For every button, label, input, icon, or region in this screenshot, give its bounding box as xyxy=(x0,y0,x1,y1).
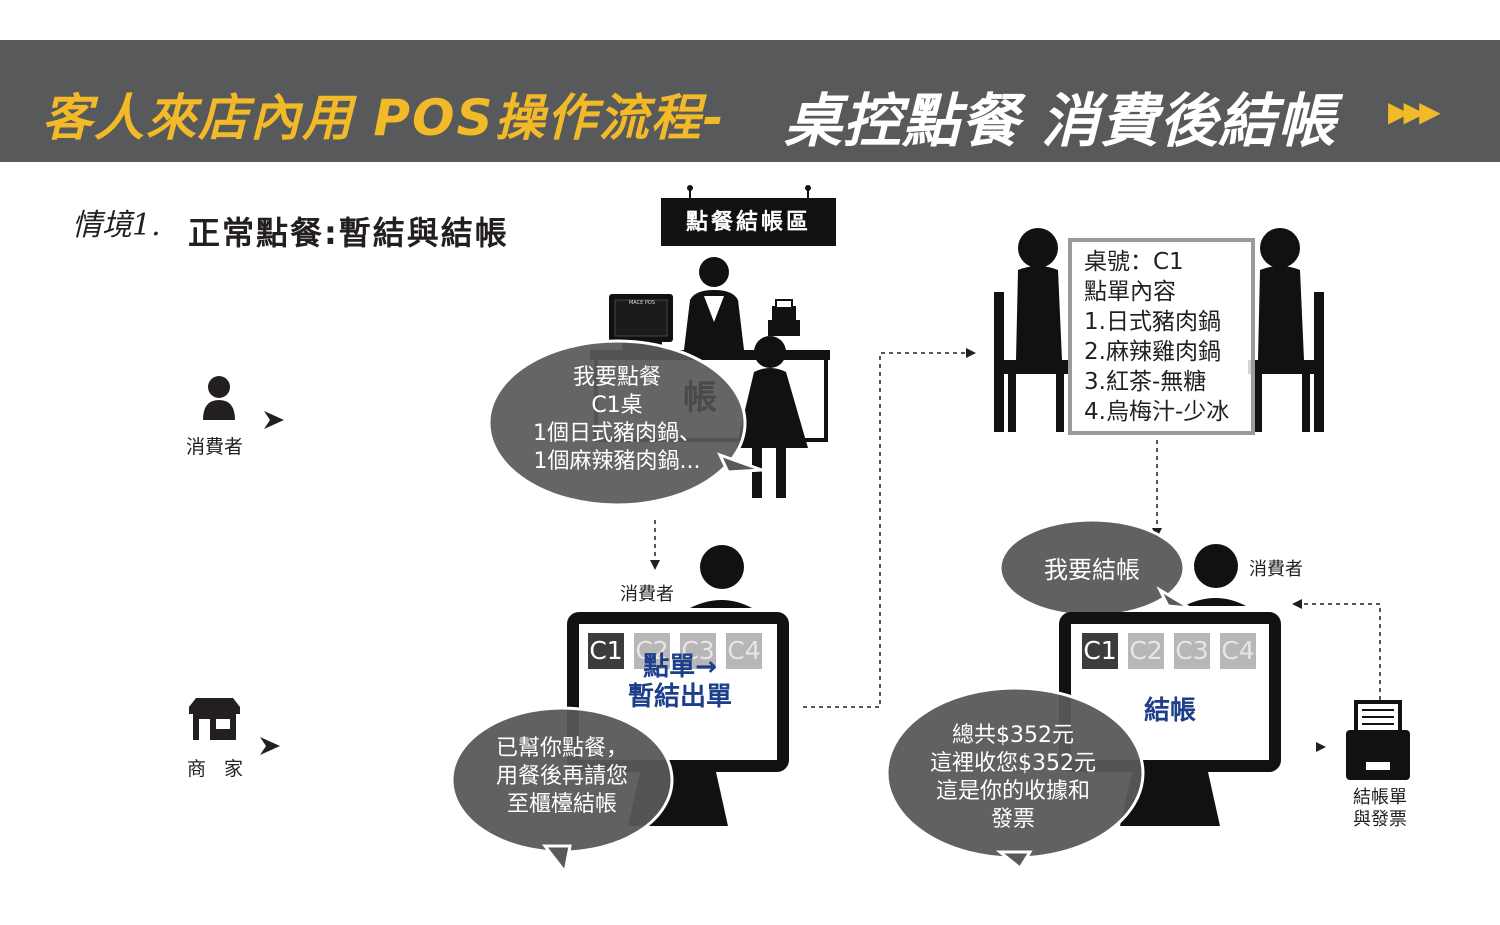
sign-hooks-icon xyxy=(687,185,811,198)
diner-left-icon xyxy=(994,228,1070,432)
checkout-request-bubble xyxy=(998,518,1191,618)
table-tabs-2: C1 C2 C3 C4 xyxy=(1082,633,1256,669)
merchant-speech-bubble-2 xyxy=(885,686,1145,871)
merchant-bubble-2-text: 總共$352元 這裡收您$352元 這是你的收據和 發票 xyxy=(930,723,1096,832)
receipt-printer-icon xyxy=(1346,700,1410,780)
tab-c4: C4 xyxy=(726,633,762,669)
customer-woman-figure-icon xyxy=(736,336,808,498)
consumer-person-icon xyxy=(203,376,235,420)
tab-c2: C2 xyxy=(1128,633,1164,669)
order-line: 1.日式豬肉鍋 xyxy=(1084,309,1221,335)
step4-consumer-label: 消費者 xyxy=(1249,559,1303,580)
order-line: 2.麻辣雞肉鍋 xyxy=(1084,339,1221,365)
order-line: 點單內容 xyxy=(1084,279,1176,305)
order-line: 3.紅茶-無糖 xyxy=(1084,369,1207,395)
screen-text-order: 點單→ 暫結出單 xyxy=(627,652,732,712)
order-ticket-lines: 桌號：C1 點單內容 1.日式豬肉鍋 2.麻辣雞肉鍋 3.紅茶-無糖 4.烏梅汁… xyxy=(1084,247,1229,427)
table-tabs-1: C1 C2 C3 C4 xyxy=(588,633,762,669)
watermark-text: 帳 xyxy=(683,378,717,418)
order-bubble-text: 我要點餐 C1桌 1個日式豬肉鍋、 1個麻辣豬肉鍋... xyxy=(533,365,701,474)
tab-c3: C3 xyxy=(680,633,716,669)
pos-terminal-icon xyxy=(609,294,673,352)
tab-c3: C3 xyxy=(1174,633,1210,669)
merchant-speech-bubble-1 xyxy=(450,706,674,876)
tab-c2: C2 xyxy=(634,633,670,669)
store-icon xyxy=(189,698,240,740)
title-main: 客人來店內用 POS操作流程- xyxy=(42,89,726,147)
role-consumer-label: 消費者 xyxy=(186,436,244,458)
cashier-figure-icon xyxy=(684,257,744,350)
terminal-brand: MACE POS xyxy=(628,300,655,306)
receipt-printer-small-icon xyxy=(768,299,800,336)
flow-arrow-4-icon xyxy=(1292,599,1302,609)
merchant-arrow-icon xyxy=(260,737,280,755)
printer-arrow-icon xyxy=(1316,742,1326,752)
flow-arrow-2-icon xyxy=(966,348,976,358)
role-merchant-label: 商 家 xyxy=(187,758,250,780)
flow-arrow-1-icon xyxy=(650,560,660,570)
consumer-figure-4-icon xyxy=(1184,544,1246,606)
scenario-number: 情境1. xyxy=(72,208,161,243)
order-line: 桌號：C1 xyxy=(1084,249,1184,275)
checkout-bubble-text: 我要結帳 xyxy=(1044,556,1140,584)
merchant-bubble-1-text: 已幫你點餐， 用餐後再請您 至櫃檯結帳 xyxy=(495,736,628,817)
order-speech-bubble xyxy=(487,339,763,507)
flow-line-4 xyxy=(1300,603,1381,700)
consumer-figure-2-icon xyxy=(690,545,752,608)
tab-c1: C1 xyxy=(1082,633,1118,669)
diner-right-icon xyxy=(1248,228,1324,432)
title-arrows-icon: ▶▶▶ xyxy=(1388,95,1441,128)
printer-label: 結帳單 與發票 xyxy=(1353,787,1407,830)
screen-text-checkout: 結帳 xyxy=(1143,696,1196,726)
counter-sign: 點餐結帳區 xyxy=(661,198,836,246)
consumer-arrow-icon xyxy=(264,411,284,429)
order-line: 4.烏梅汁-少冰 xyxy=(1084,399,1230,425)
scenario-title: 正常點餐:暫結與結帳 xyxy=(188,214,509,252)
tab-c4: C4 xyxy=(1220,633,1256,669)
order-ticket xyxy=(1068,238,1255,435)
tab-c1: C1 xyxy=(588,633,624,669)
step2-consumer-label: 消費者 xyxy=(620,584,674,605)
title-highlight: 桌控點餐 消費後結帳 xyxy=(784,87,1337,155)
flow-line-2 xyxy=(803,352,968,708)
header-banner xyxy=(0,40,1500,162)
